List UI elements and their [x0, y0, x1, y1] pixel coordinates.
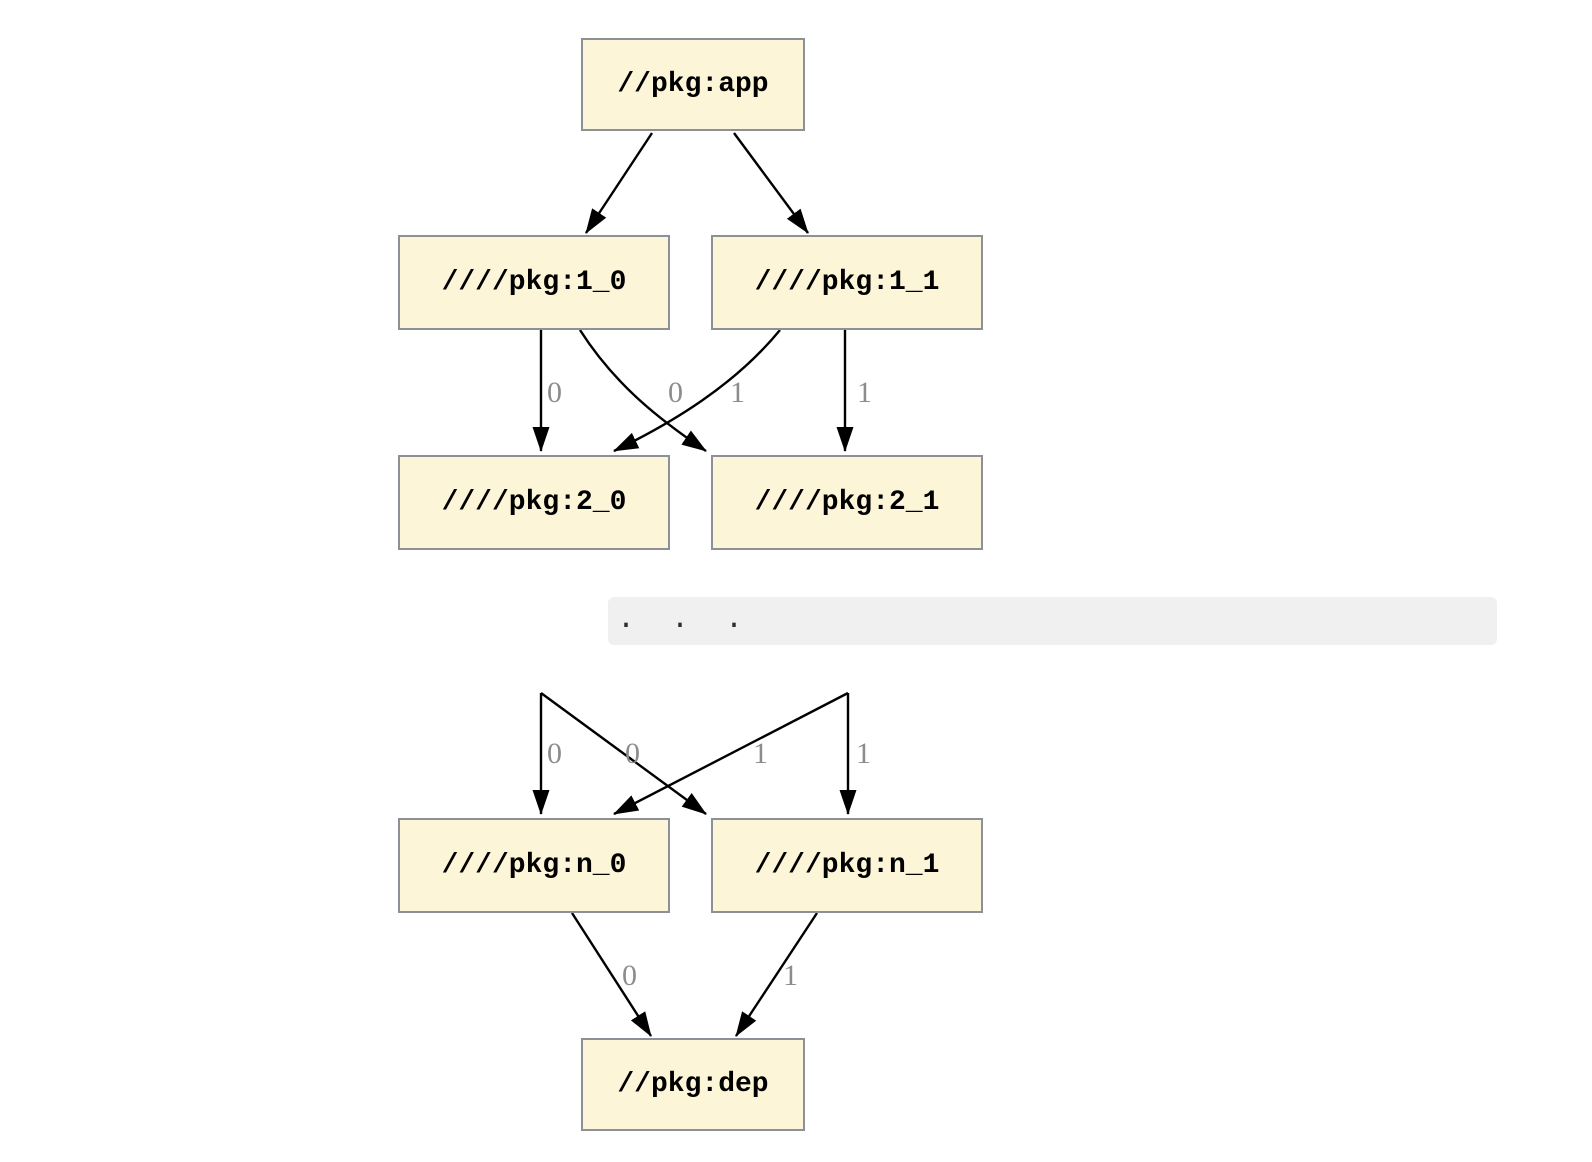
edge-1_0-to-2_1: [578, 329, 707, 452]
edge-label: 1: [856, 737, 871, 770]
edge-label: 0: [547, 376, 562, 409]
edge-label: 0: [668, 376, 683, 409]
node-pkg-1_1: ////pkg:1_1: [711, 235, 983, 330]
edge-n_1-to-dep: [734, 912, 819, 1037]
node-pkg-n_0: ////pkg:n_0: [398, 818, 670, 913]
edge-n_0-to-dep: [570, 912, 653, 1037]
edge-label: 1: [857, 376, 872, 409]
edge-label: 0: [625, 737, 640, 770]
ellipsis-band: . . .: [608, 597, 1497, 645]
node-pkg-1_0: ////pkg:1_0: [398, 235, 670, 330]
edge-1_1-to-2_0: [613, 329, 781, 453]
edge-label: 0: [547, 737, 562, 770]
edge-app-to-1_1: [733, 132, 809, 234]
node-pkg-n_1: ////pkg:n_1: [711, 818, 983, 913]
edge-app-to-1_0: [584, 132, 654, 234]
edge-label: 0: [622, 959, 637, 992]
node-pkg-dep: //pkg:dep: [581, 1038, 805, 1131]
node-pkg-2_0: ////pkg:2_0: [398, 455, 670, 550]
node-pkg-app: //pkg:app: [581, 38, 805, 131]
edge-ellipsis-to-n_1-cross: [540, 692, 707, 815]
node-pkg-2_1: ////pkg:2_1: [711, 455, 983, 550]
edge-label: 1: [753, 737, 768, 770]
edge-ellipsis-to-n_0-cross: [613, 691, 849, 816]
edge-label: 1: [783, 959, 798, 992]
edge-label: 1: [730, 376, 745, 409]
